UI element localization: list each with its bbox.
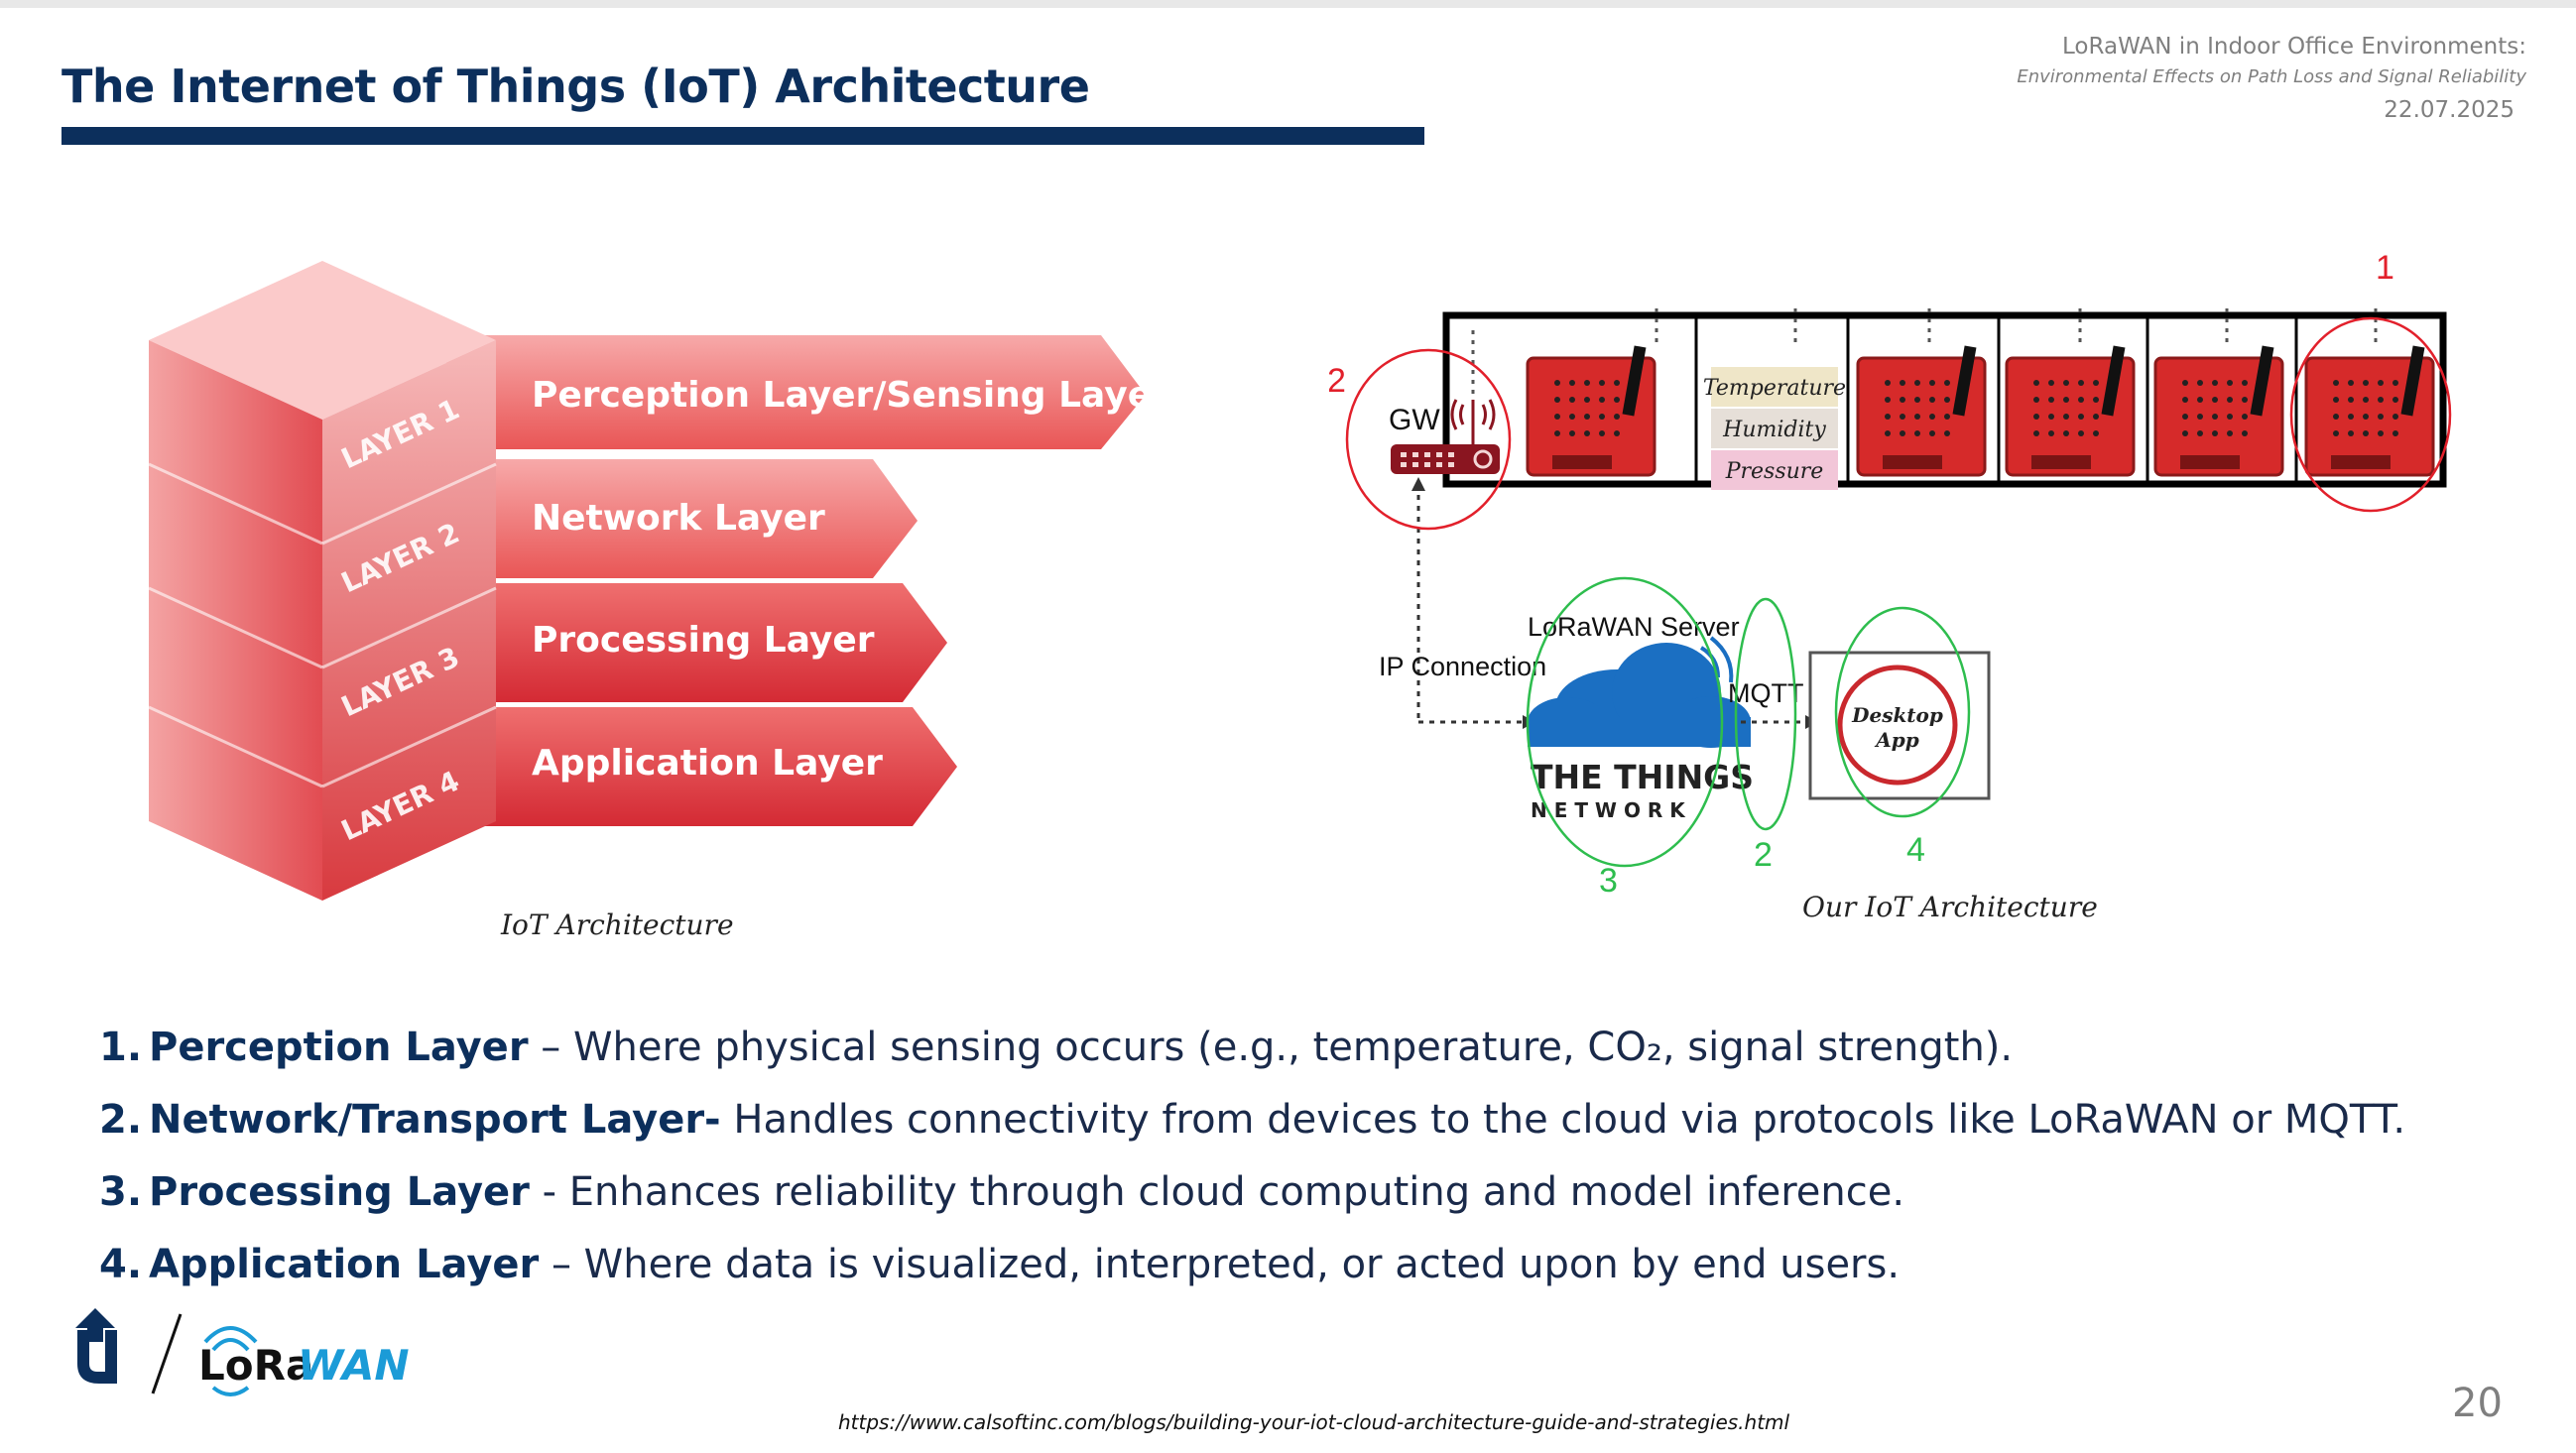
sensor-label-humidity: Humidity [1722,418,1826,442]
list-item: 4.Application Layer – Where data is visu… [99,1229,2405,1301]
iot-layer-stack-figure: LAYER 1 LAYER 2 LAYER 3 LAYER 4 Percepti… [148,261,1169,901]
sensor-node [2153,345,2284,477]
gateway-device-icon [1391,444,1500,474]
layer-4-label: Application Layer [532,743,883,784]
wifi-signal-icon [1450,399,1496,444]
desktop-app-icon [1837,665,1958,786]
sensor-label-pressure: Pressure [1725,459,1824,484]
page-number: 20 [2452,1381,2503,1426]
layer-1-arrow [446,335,1146,449]
ip-connection-path [1416,484,1523,724]
layer-description-list: 1.Perception Layer – Where physical sens… [99,1012,2405,1301]
layer-arrows [446,335,1146,826]
list-item-number: 3. [99,1169,143,1215]
list-item-term: Network/Transport Layer- [149,1097,721,1143]
sensor-node [1526,345,1656,477]
layer-cube-stack [148,261,497,901]
room-dividers [1694,315,2298,484]
marker-green-4: 4 [1906,831,1925,869]
layer-2-label: Network Layer [532,498,825,539]
ip-connection-label: IP Connection [1379,652,1546,681]
source-url: https://www.calsoftinc.com/blogs/buildin… [838,1410,1790,1434]
lorawan-logo-text-b: WAN [298,1341,410,1390]
lorawan-logo-text-a: LoRa [198,1341,313,1390]
sensor-nodes [1526,345,2435,477]
university-logo-letter: u [81,1396,82,1398]
list-item: 3.Processing Layer - Enhances reliabilit… [99,1156,2405,1229]
office-floor-outline [1442,311,2447,488]
list-item-description: - Enhances reliability through cloud com… [529,1169,1905,1215]
sensor-node [1856,345,1987,477]
highlight-end-node [2289,316,2452,513]
gateway: GW [1389,399,1500,474]
header-info: LoRaWAN in Indoor Office Environments: E… [2017,30,2526,129]
marker-red-2: 2 [1329,362,1346,400]
sensor-node [2005,345,2136,477]
university-logo: u [75,1308,117,1398]
iot-architecture-caption: IoT Architecture [501,908,734,941]
highlight-mqtt [1734,597,1797,831]
highlight-desktop-app [1834,606,1971,818]
layer-4-arrow [446,707,957,826]
list-item-number: 1. [99,1025,143,1070]
layer-3-arrow [446,583,947,702]
list-item-description: – Where data is visualized, interpreted,… [539,1242,1901,1287]
gateway-label: GW [1389,404,1440,436]
list-item: 2.Network/Transport Layer- Handles conne… [99,1084,2405,1156]
list-item-description: – Where physical sensing occurs (e.g., t… [528,1025,2014,1070]
lorawan-logo: LoRa WAN [198,1326,410,1396]
mqtt-label: MQTT [1728,678,1803,708]
sensor-node [2304,345,2435,477]
list-item-number: 2. [99,1097,143,1143]
layer-2-arrow [446,459,918,578]
header-subtitle-line1: LoRaWAN in Indoor Office Environments: [2062,34,2526,60]
logo-group: u LoRa WAN [75,1308,410,1398]
list-item-description: Handles connectivity from devices to the… [720,1097,2406,1143]
our-iot-architecture-caption: Our IoT Architecture [1802,891,2098,923]
ttn-logo-line1: THE THINGS [1531,758,1754,796]
desktop-app-line2: App [1874,728,1919,752]
header-date: 22.07.2025 [2384,97,2515,123]
sensor-type-labels: Temperature Humidity Pressure [1703,367,1846,490]
highlight-gateway [1345,348,1512,531]
layer-3-label: Processing Layer [532,620,875,661]
ttn-cloud-icon [1528,636,1751,748]
highlight-server [1526,576,1724,868]
marker-green-3: 3 [1599,862,1618,900]
list-item-number: 4. [99,1242,143,1287]
ttn-logo-line2: N E T W O R K [1531,798,1686,822]
slide-title: The Internet of Things (IoT) Architectur… [61,60,1090,113]
list-item-term: Processing Layer [149,1169,530,1215]
sensor-label-temperature: Temperature [1703,376,1846,401]
marker-green-2: 2 [1754,836,1773,874]
marker-red-1: 1 [2376,249,2394,287]
list-item-term: Perception Layer [149,1025,529,1070]
list-item-term: Application Layer [149,1242,540,1287]
title-underline-bar [61,127,1424,145]
header-subtitle-line2: Environmental Effects on Path Loss and S… [2017,66,2526,87]
desktop-app-line1: Desktop [1851,703,1943,727]
list-item: 1.Perception Layer – Where physical sens… [99,1012,2405,1084]
our-iot-architecture-figure: Temperature Humidity Pressure GW IP C [1329,249,2452,900]
layer-1-label: Perception Layer/Sensing Layer [532,375,1169,416]
